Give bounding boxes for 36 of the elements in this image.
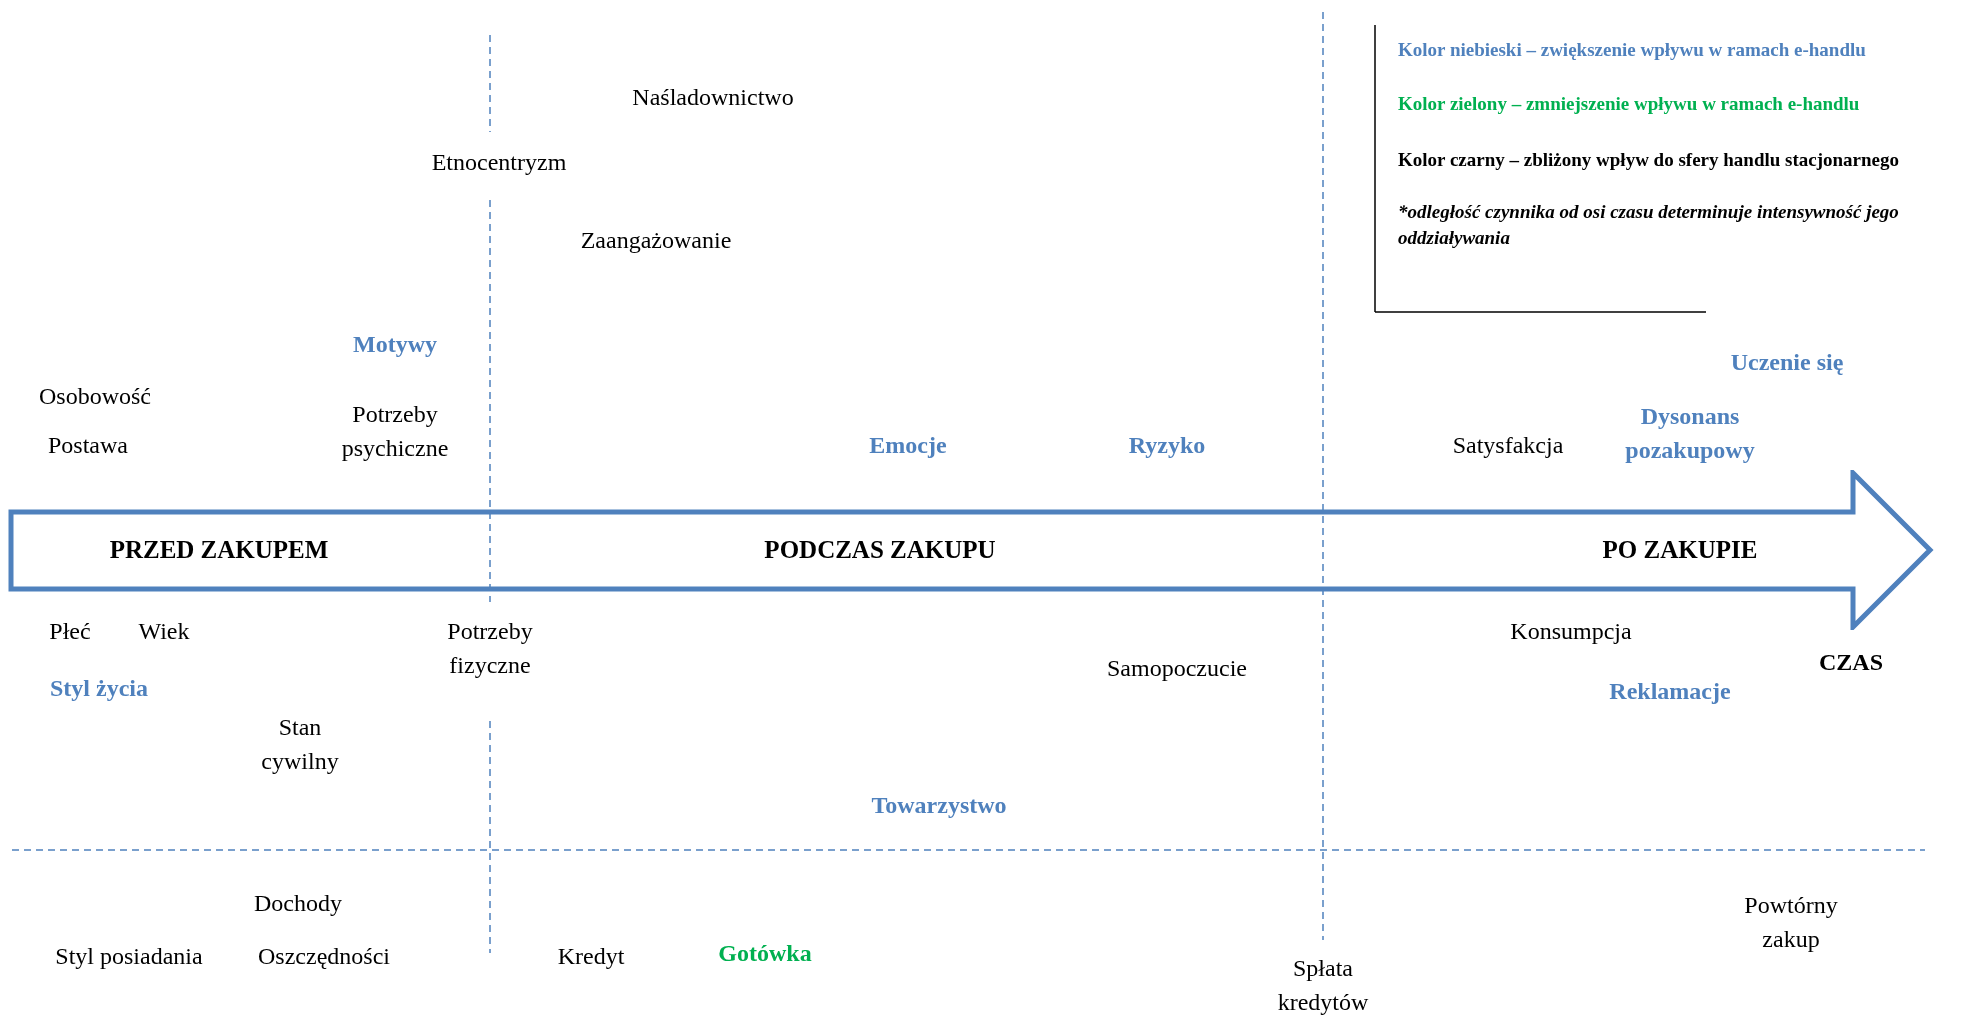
- factor-label: Spłata kredytów: [1276, 954, 1370, 1015]
- factor-label: Naśladownictwo: [632, 83, 794, 112]
- factor-label: Osobowość: [39, 382, 151, 411]
- factor-label: Dysonans pozakupowy: [1624, 402, 1756, 465]
- factor-label: Stan cywilny: [260, 713, 340, 776]
- factor-label: Styl posiadania: [55, 942, 203, 971]
- factor-label: Oszczędności: [258, 942, 390, 971]
- note-text: *odległość czynnika od osi czasu determinuje intensywność jego oddziaływania: [1398, 200, 1900, 250]
- factor-label: Postawa: [48, 431, 128, 460]
- legend-text: Kolor czarny – zbliżony wpływ do sfery handlu stacjonarnego: [1398, 149, 1900, 171]
- stage-label: PRZED ZAKUPEM: [109, 536, 329, 564]
- factor-label: Dochody: [254, 889, 342, 918]
- factor-label: Konsumpcja: [1510, 617, 1632, 646]
- factor-label: Reklamacje: [1609, 677, 1731, 706]
- factor-label: Towarzystwo: [871, 791, 1007, 820]
- factor-label: Potrzeby fizyczne: [446, 617, 534, 680]
- legend-text: Kolor zielony – zmniejszenie wpływu w ramach e-handlu: [1398, 93, 1860, 115]
- factor-label: Etnocentryzm: [431, 148, 567, 177]
- factor-label: Kredyt: [557, 942, 625, 971]
- factor-label: Zaangażowanie: [580, 226, 732, 255]
- factor-label: Gotówka: [718, 939, 812, 968]
- axis-label: CZAS: [1819, 648, 1883, 677]
- factor-label: Samopoczucie: [1107, 654, 1247, 683]
- legend-text: Kolor niebieski – zwiększenie wpływu w ramach e-handlu: [1398, 39, 1866, 61]
- stage-label: PO ZAKUPIE: [1602, 536, 1758, 564]
- stage-label: PODCZAS ZAKUPU: [764, 536, 996, 564]
- factor-label: Płeć: [49, 617, 91, 646]
- factor-label: Powtórny zakup: [1743, 891, 1839, 954]
- factor-label: Potrzeby psychiczne: [340, 400, 450, 463]
- factor-label: Motywy: [353, 330, 437, 359]
- factor-label: Wiek: [138, 617, 190, 646]
- factor-label: Ryzyko: [1128, 431, 1206, 460]
- factor-label: Styl życia: [50, 674, 148, 703]
- factor-label: Satysfakcja: [1452, 431, 1564, 460]
- factor-label: Uczenie się: [1730, 348, 1844, 377]
- factor-label: Emocje: [869, 431, 947, 460]
